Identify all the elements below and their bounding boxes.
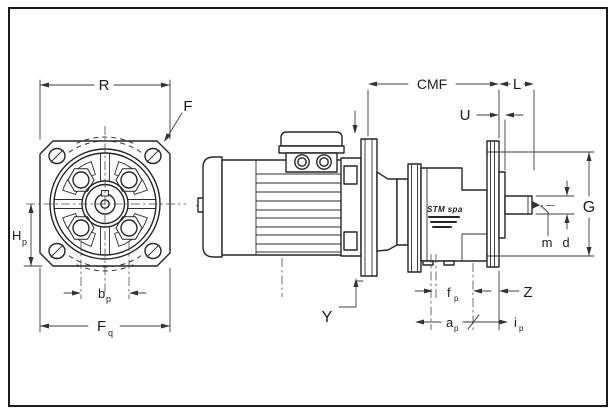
label-Fq: F <box>97 318 106 335</box>
label-ap: a <box>446 315 454 330</box>
output-flange <box>486 140 500 268</box>
label-CMF: CMF <box>417 76 447 92</box>
label-G: G <box>583 199 595 216</box>
label-ap-sub: p <box>454 324 459 333</box>
motor-body <box>221 159 346 256</box>
motor-flange <box>360 138 378 277</box>
label-d: d <box>562 235 569 250</box>
label-Y: Y <box>322 309 333 326</box>
adapter-cone <box>376 171 398 252</box>
cable-gland-icon <box>294 154 310 170</box>
endbell-boss-top <box>343 165 358 185</box>
label-U: U <box>460 107 471 124</box>
label-bp: b <box>98 286 105 301</box>
dimension-CMF: CMF <box>367 76 500 139</box>
cooling-fins <box>255 160 343 255</box>
front-centerlines <box>26 126 186 299</box>
dimension-L: L <box>499 76 535 171</box>
flange-top-arrow <box>352 110 358 134</box>
label-Fq-sub: q <box>108 328 113 338</box>
label-ip: i <box>514 315 517 330</box>
label-L: L <box>513 76 521 93</box>
label-m: m <box>542 235 553 250</box>
terminal-box-lip <box>278 145 345 154</box>
dimension-bp: b p <box>63 286 147 304</box>
foot <box>443 260 455 266</box>
dimension-ap-ip: a p i p <box>415 314 524 333</box>
label-ip-sub: p <box>519 324 524 333</box>
dimension-Y: Y <box>322 278 364 326</box>
output-shaft <box>504 195 540 215</box>
cable-gland-icon <box>319 157 329 167</box>
side-view: STM spa <box>196 76 595 333</box>
label-F: F <box>183 98 192 115</box>
label-Hp: H <box>12 228 21 243</box>
dimension-Z: Z <box>499 284 533 301</box>
terminal-box-body <box>285 152 338 173</box>
dimension-fp: f p <box>414 285 492 303</box>
terminal-box-lid <box>280 131 343 147</box>
dimension-Hp: H p <box>12 203 43 267</box>
dimension-Fq: F q <box>39 267 171 338</box>
label-fp-sub: p <box>454 294 459 303</box>
endbell-boss-bottom <box>343 231 358 251</box>
front-view: R F H p b p <box>12 77 193 338</box>
rib-spokes <box>54 153 156 255</box>
cable-gland-icon <box>316 154 332 170</box>
cable-gland-icon <box>297 157 307 167</box>
dimension-F: F <box>164 98 193 142</box>
bolt-bosses <box>67 168 143 240</box>
terminal-box <box>278 131 345 173</box>
input-ring <box>407 163 422 273</box>
gearbox: STM spa <box>376 140 540 273</box>
motor <box>197 131 378 277</box>
dimension-R: R <box>39 77 171 140</box>
label-fp: f <box>447 285 451 300</box>
label-R: R <box>99 77 110 94</box>
brand-label: STM spa <box>427 205 463 214</box>
label-bp-sub: p <box>106 294 111 304</box>
foot <box>422 260 434 266</box>
motor-rear-cap <box>202 156 223 258</box>
dimension-G: G <box>499 151 595 257</box>
brand-mark: STM spa <box>427 205 463 228</box>
corner-screws <box>48 147 162 260</box>
dimension-m: m <box>540 205 553 250</box>
input-cylinder <box>396 178 409 246</box>
label-Z: Z <box>523 284 532 301</box>
dimension-U: U <box>460 107 524 171</box>
output-boss <box>498 171 506 239</box>
label-Hp-sub: p <box>22 237 27 247</box>
center-hole-icon <box>532 201 540 209</box>
dimension-d: d <box>535 180 575 250</box>
